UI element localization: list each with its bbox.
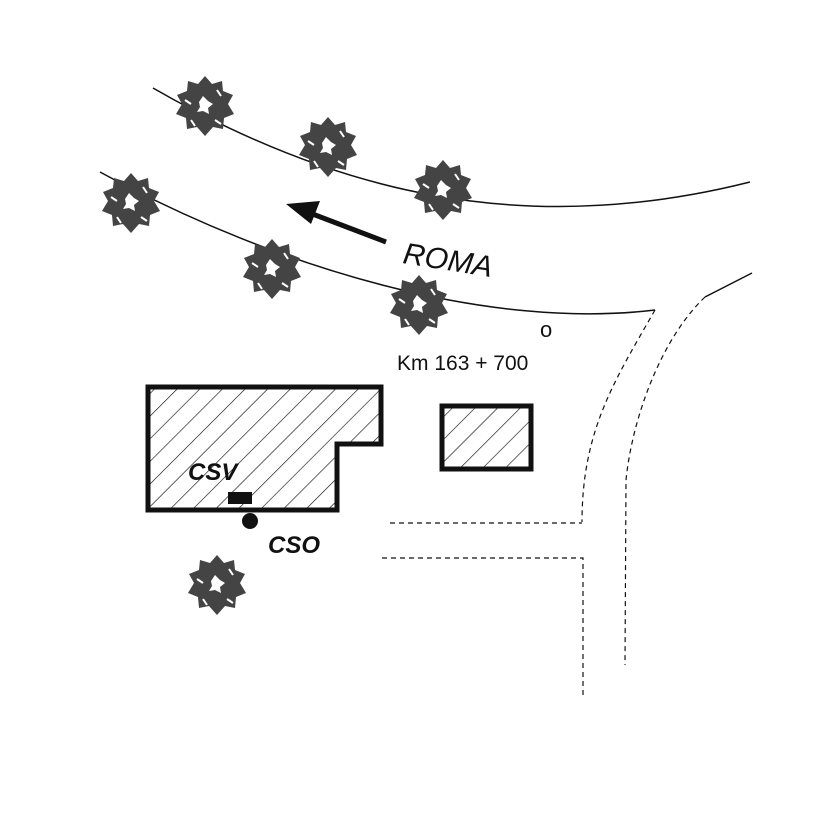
- milestone-label: Km 163 + 700: [397, 352, 528, 375]
- cso-marker: [242, 513, 258, 529]
- building-main: [145, 384, 384, 513]
- csv-marker: [228, 492, 252, 504]
- tree-icon: [389, 274, 449, 336]
- tree-icon: [413, 159, 473, 221]
- tree-icon: [242, 238, 302, 300]
- dashed-tracks: [382, 296, 706, 695]
- building-small: [439, 403, 534, 472]
- side-road-edge-solid: [704, 272, 753, 298]
- tree-icon: [101, 172, 161, 234]
- cso-label: CSO: [268, 532, 320, 559]
- tree-icon: [298, 116, 358, 178]
- direction-label: ROMA: [401, 237, 495, 284]
- milestone-marker: o: [540, 317, 552, 342]
- road-edge-south: [99, 171, 656, 315]
- direction-arrow-icon: [286, 201, 387, 245]
- tree-icon: [187, 554, 247, 616]
- csv-label: CSV: [188, 459, 239, 486]
